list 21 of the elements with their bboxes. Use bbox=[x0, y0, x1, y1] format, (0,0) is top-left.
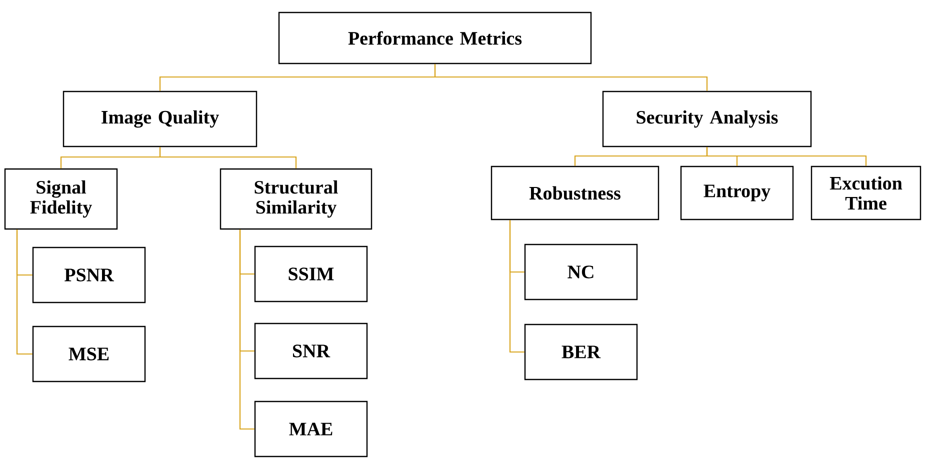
connector-line bbox=[706, 147, 867, 166]
category-box: PSNR bbox=[32, 246, 146, 304]
category-box: Image Quality bbox=[62, 90, 258, 148]
category-box: Entropy bbox=[680, 166, 794, 220]
category-box: Robustness bbox=[490, 166, 660, 220]
category-box: Performance Metrics bbox=[278, 12, 592, 64]
connector-line bbox=[434, 64, 708, 91]
category-box: Signal Fidelity bbox=[4, 168, 118, 230]
connector-line bbox=[509, 220, 524, 353]
category-box: SNR bbox=[254, 322, 368, 380]
connector-line bbox=[159, 147, 297, 168]
category-box: Structural Similarity bbox=[220, 168, 372, 230]
category-box: Excution Time bbox=[810, 166, 922, 220]
category-box: MSE bbox=[32, 326, 146, 382]
category-box: Security Analysis bbox=[602, 90, 812, 148]
category-box: NC bbox=[524, 244, 638, 300]
category-box: SSIM bbox=[254, 246, 368, 302]
category-box: BER bbox=[524, 324, 638, 380]
connector-line bbox=[16, 230, 32, 355]
category-box: MAE bbox=[254, 400, 368, 458]
connector-line bbox=[239, 230, 254, 430]
